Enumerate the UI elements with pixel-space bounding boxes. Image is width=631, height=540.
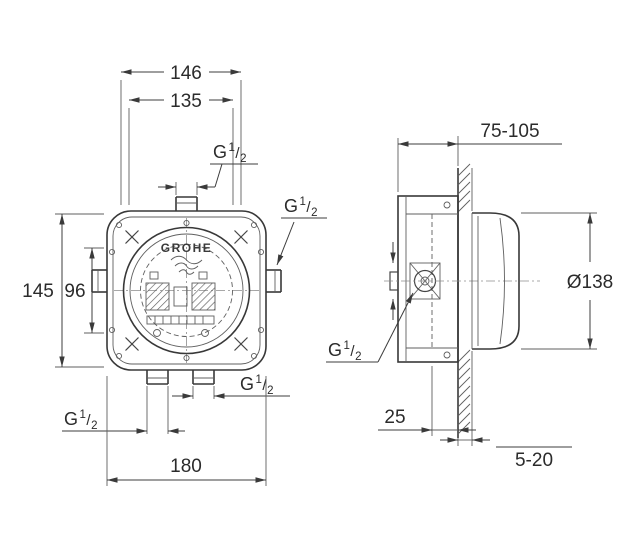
dim-width-overall-value: 180 <box>170 456 202 477</box>
port-left <box>91 269 107 293</box>
port-bottom-right <box>192 370 215 385</box>
mounting-box-front: GROHE <box>91 196 282 385</box>
brand-logo-text: GROHE <box>161 241 213 255</box>
mounting-box-side <box>384 195 540 363</box>
wall-hatching <box>457 163 471 435</box>
dim-height-outer: 145 <box>22 213 104 368</box>
dim-diameter-value: Ø138 <box>567 272 613 293</box>
front-view: GROHE <box>22 63 327 486</box>
dim-depth-range-value: 75-105 <box>480 121 539 142</box>
dim-diameter: Ø138 <box>521 212 613 350</box>
mounting-holes <box>108 219 265 362</box>
dim-bracket-offset: 25 <box>378 366 476 436</box>
dim-width-inner: 135 <box>128 91 234 205</box>
corner-cross-marks <box>125 230 248 351</box>
protection-cover <box>471 212 520 350</box>
dim-height-inner-value: 96 <box>64 281 85 302</box>
dim-width-overall: 180 <box>106 376 267 486</box>
dim-width-outer: 146 <box>120 63 242 205</box>
port-right <box>266 269 282 293</box>
port-bottom-left <box>146 370 169 385</box>
side-view: 75-105 Ø138 G1/2 25 <box>326 121 613 471</box>
dim-height-inner: 96 <box>64 247 104 334</box>
wall-section <box>457 163 473 446</box>
brand-logo-waves-icon <box>170 255 203 275</box>
dim-bracket-offset-value: 25 <box>384 407 405 428</box>
dim-width-inner-value: 135 <box>170 91 202 112</box>
central-valve-body: GROHE <box>122 226 251 355</box>
dim-width-outer-value: 146 <box>170 63 202 84</box>
valve-mechanism <box>145 271 216 337</box>
dim-depth-range: 75-105 <box>397 121 562 192</box>
port-top <box>175 196 198 211</box>
dim-finish-range-value: 5-20 <box>515 450 553 471</box>
dim-finish-range: 5-20 <box>440 437 572 471</box>
dim-height-outer-value: 145 <box>22 281 54 302</box>
